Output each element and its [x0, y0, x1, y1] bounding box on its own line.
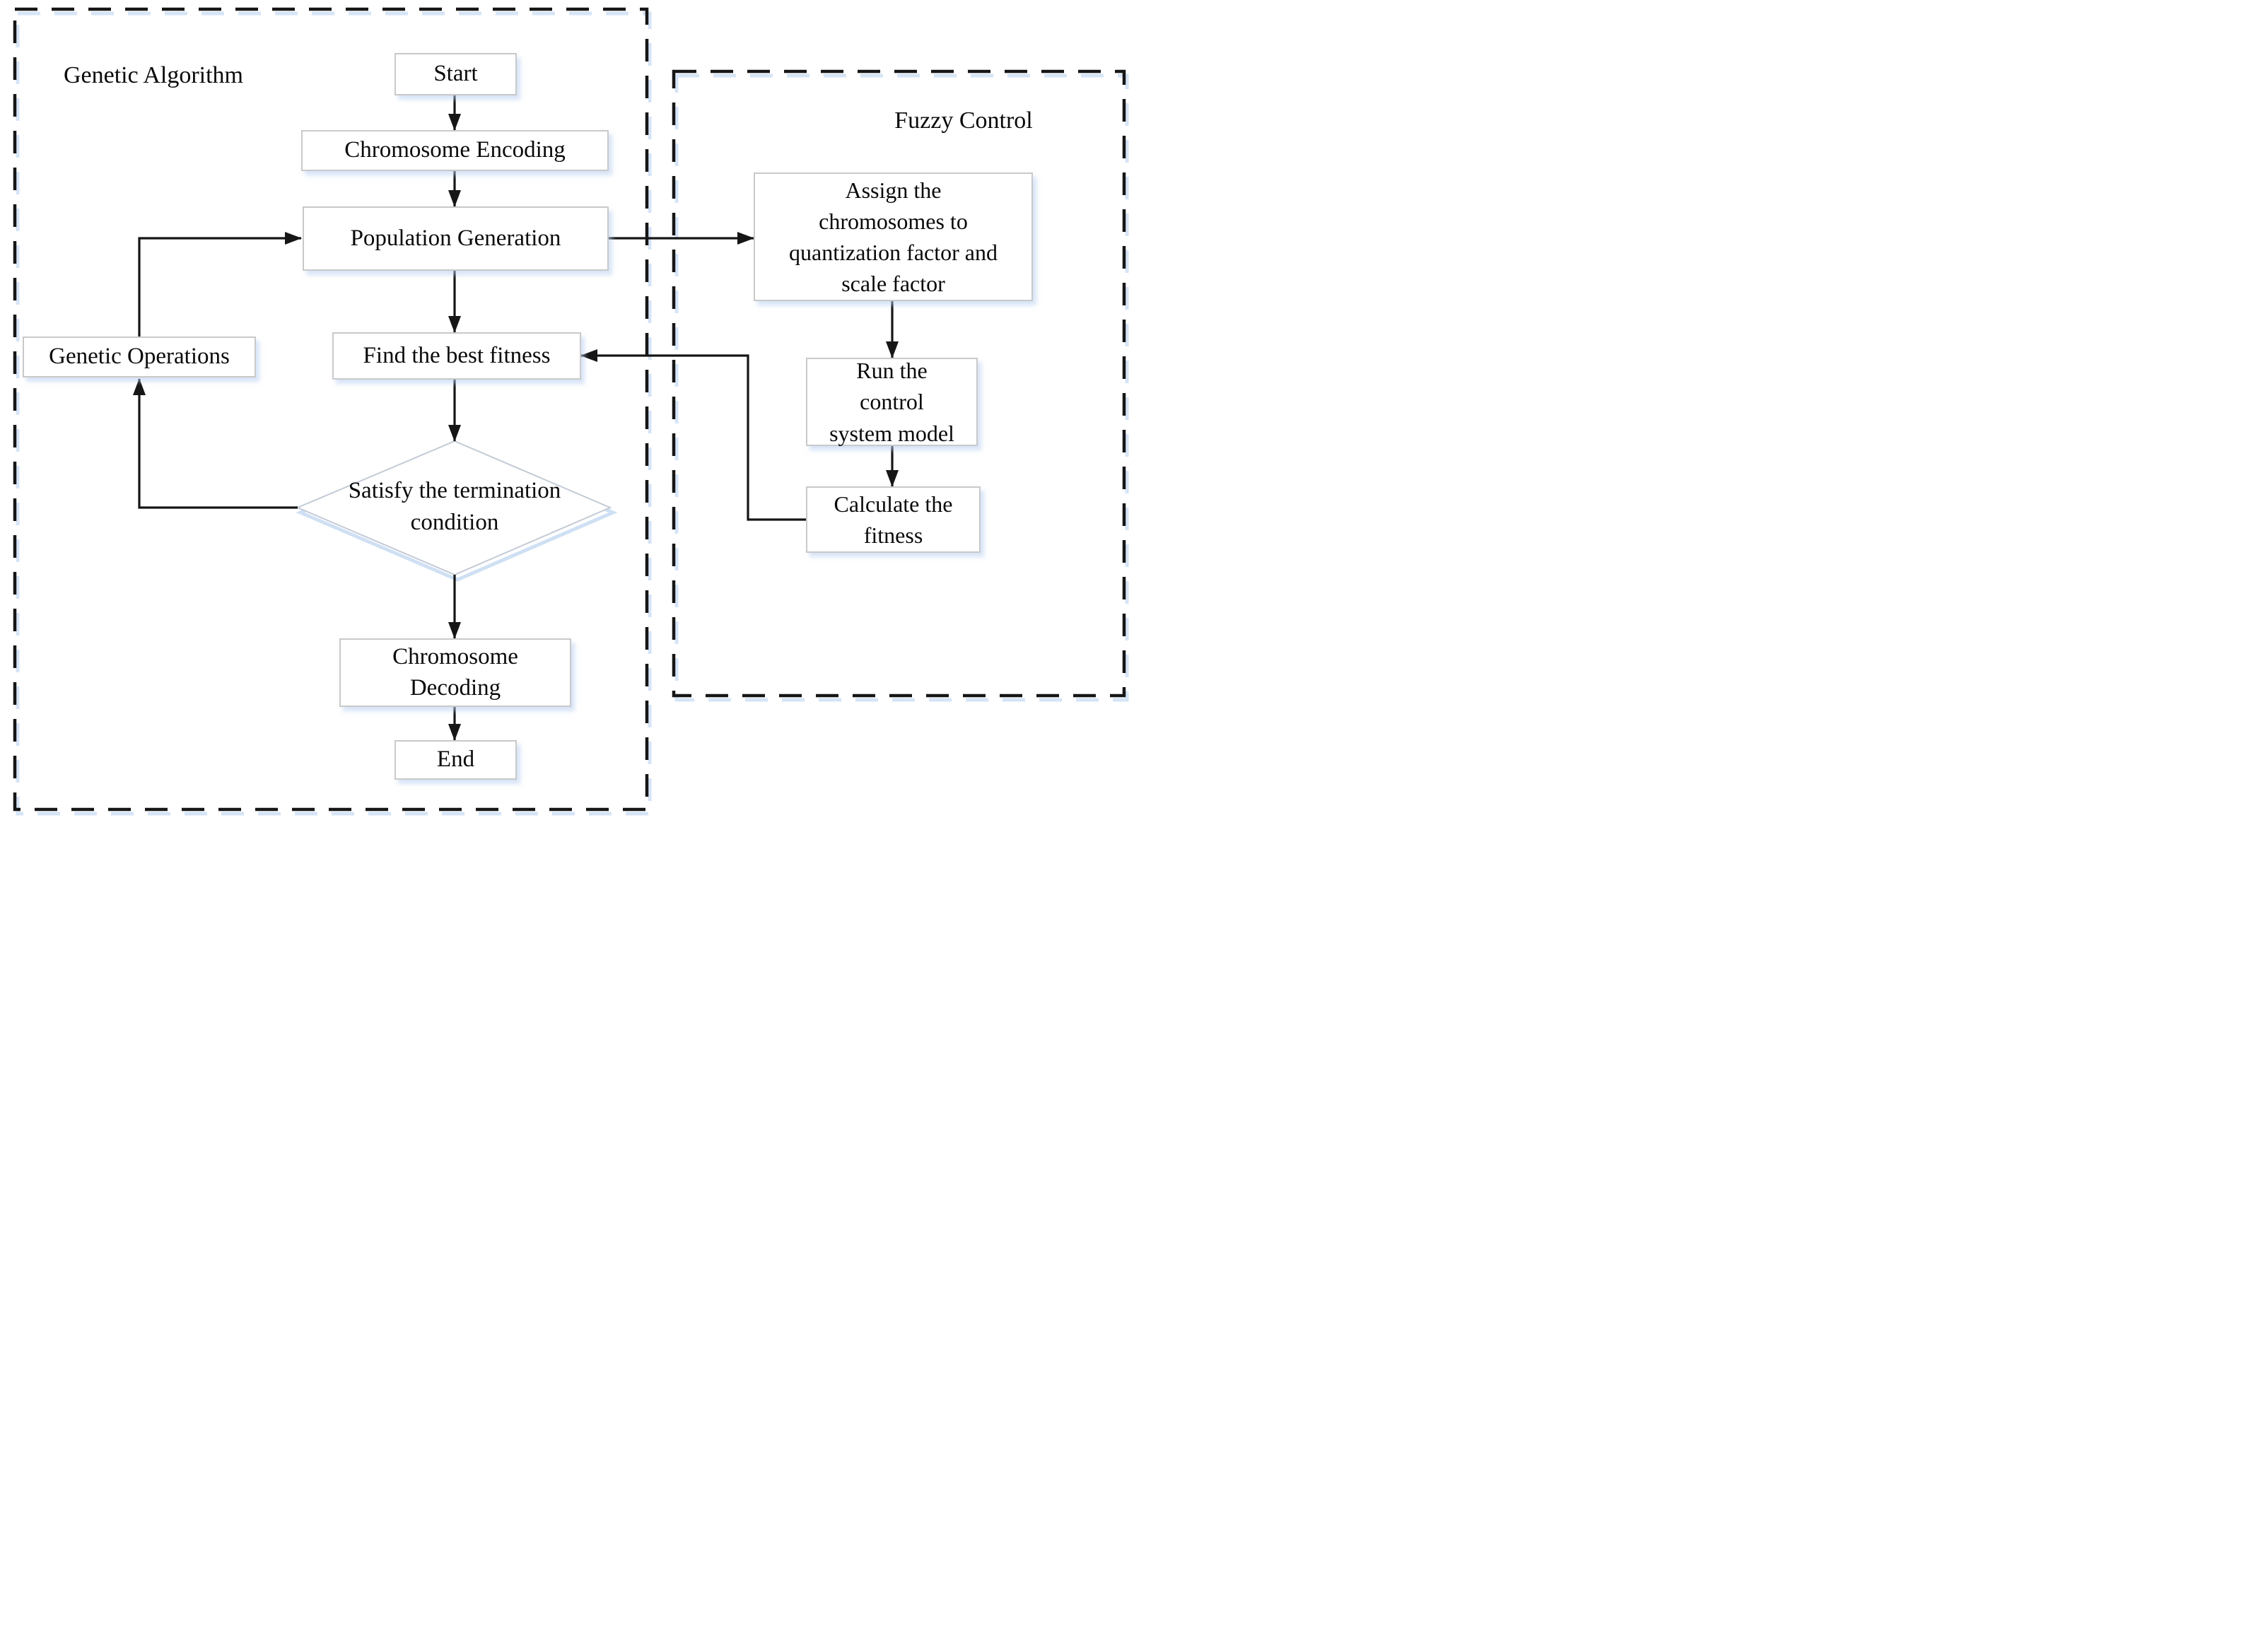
node-calculate-fitness-label: Calculate the fitness	[834, 491, 953, 548]
arrow-operations-to-population	[138, 232, 302, 336]
node-genetic-operations-label: Genetic Operations	[49, 344, 230, 370]
fuzzy-control-container-shadow	[674, 74, 1129, 702]
arrow-termination-to-operations	[133, 378, 298, 509]
node-start-label: Start	[433, 61, 478, 87]
node-end: End	[394, 740, 517, 780]
arrow-calculate-to-fitness	[580, 349, 806, 521]
node-chromosome-encoding: Chromosome Encoding	[301, 130, 609, 171]
fuzzy-control-label: Fuzzy Control	[894, 107, 1033, 134]
node-run-model: Run the control system model	[806, 358, 978, 446]
genetic-algorithm-label: Genetic Algorithm	[64, 62, 244, 88]
node-population-generation: Population Generation	[303, 206, 609, 271]
node-assign-factors: Assign the chromosomes to quantization f…	[754, 172, 1033, 301]
node-population-generation-label: Population Generation	[350, 225, 561, 251]
node-genetic-operations: Genetic Operations	[23, 336, 256, 377]
flowchart-canvas: Genetic Algorithm Fuzzy Control Start Ch…	[0, 0, 1134, 816]
node-termination-check-label: Satisfy the termination condition	[348, 478, 561, 535]
genetic-algorithm-container-shadow	[16, 11, 652, 816]
node-chromosome-decoding: Chromosome Decoding	[339, 638, 571, 707]
node-assign-factors-label: Assign the chromosomes to quantization f…	[789, 177, 998, 297]
node-find-best-fitness: Find the best fitness	[332, 332, 581, 380]
fuzzy-control-container	[672, 69, 1126, 698]
node-run-model-label: Run the control system model	[829, 358, 954, 446]
node-calculate-fitness: Calculate the fitness	[806, 486, 981, 553]
node-start: Start	[394, 53, 517, 95]
genetic-algorithm-container	[13, 7, 649, 812]
node-find-best-fitness-label: Find the best fitness	[363, 342, 551, 368]
node-chromosome-encoding-label: Chromosome Encoding	[344, 137, 566, 163]
node-chromosome-decoding-label: Chromosome Decoding	[392, 643, 518, 701]
node-end-label: End	[436, 747, 475, 773]
connector-layer	[13, 7, 1129, 816]
